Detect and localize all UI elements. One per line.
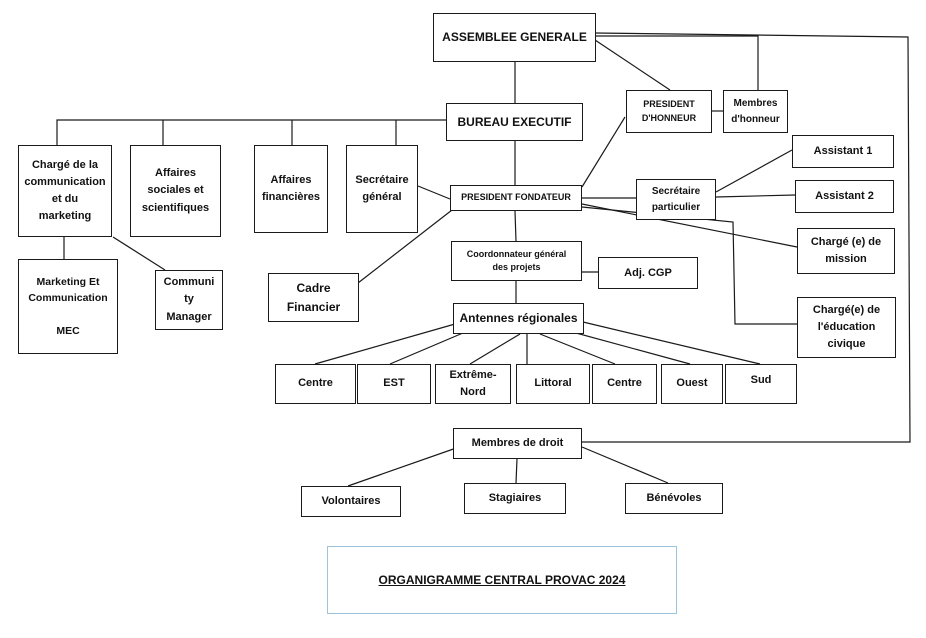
node-affaires-sociales: Affaires sociales et scientifiques (130, 145, 221, 237)
node-stagiaires: Stagiaires (464, 483, 566, 514)
node-assemblee-generale: ASSEMBLEE GENERALE (433, 13, 596, 62)
node-cadre-financier: Cadre Financier (268, 273, 359, 322)
node-charge-mission: Chargé (e) de mission (797, 228, 895, 274)
node-president-honneur: PRESIDENT D'HONNEUR (626, 90, 712, 133)
chart-title: ORGANIGRAMME CENTRAL PROVAC 2024 (378, 573, 626, 587)
node-region-ouest: Ouest (661, 364, 723, 404)
node-president-fondateur: PRESIDENT FONDATEUR (450, 185, 582, 211)
node-secretaire-general: Secrétaire général (346, 145, 418, 233)
node-membres-droit: Membres de droit (453, 428, 582, 459)
node-region-est: EST (357, 364, 431, 404)
node-region-centre-2: Centre (592, 364, 657, 404)
node-charge-education-civique: Chargé(e) de l'éducation civique (797, 297, 896, 358)
node-region-littoral: Littoral (516, 364, 590, 404)
node-membres-honneur: Membres d'honneur (723, 90, 788, 133)
node-region-sud: Sud (725, 364, 797, 404)
node-charge-communication: Chargé de la communication et du marketi… (18, 145, 112, 237)
node-volontaires: Volontaires (301, 486, 401, 517)
node-secretaire-particulier: Secrétaire particulier (636, 179, 716, 220)
node-marketing-communication: Marketing Et Communication MEC (18, 259, 118, 354)
node-region-extreme-nord: Extrême- Nord (435, 364, 511, 404)
node-coordonnateur: Coordonnateur général des projets (451, 241, 582, 281)
node-community-manager: Communi ty Manager (155, 270, 223, 330)
node-region-centre-1: Centre (275, 364, 356, 404)
node-bureau-executif: BUREAU EXECUTIF (446, 103, 583, 141)
node-affaires-financieres: Affaires financières (254, 145, 328, 233)
node-assistant-1: Assistant 1 (792, 135, 894, 168)
title-box: ORGANIGRAMME CENTRAL PROVAC 2024 (327, 546, 677, 614)
node-adj-cgp: Adj. CGP (598, 257, 698, 289)
node-assistant-2: Assistant 2 (795, 180, 894, 213)
node-antennes-regionales: Antennes régionales (453, 303, 584, 334)
node-benevoles: Bénévoles (625, 483, 723, 514)
